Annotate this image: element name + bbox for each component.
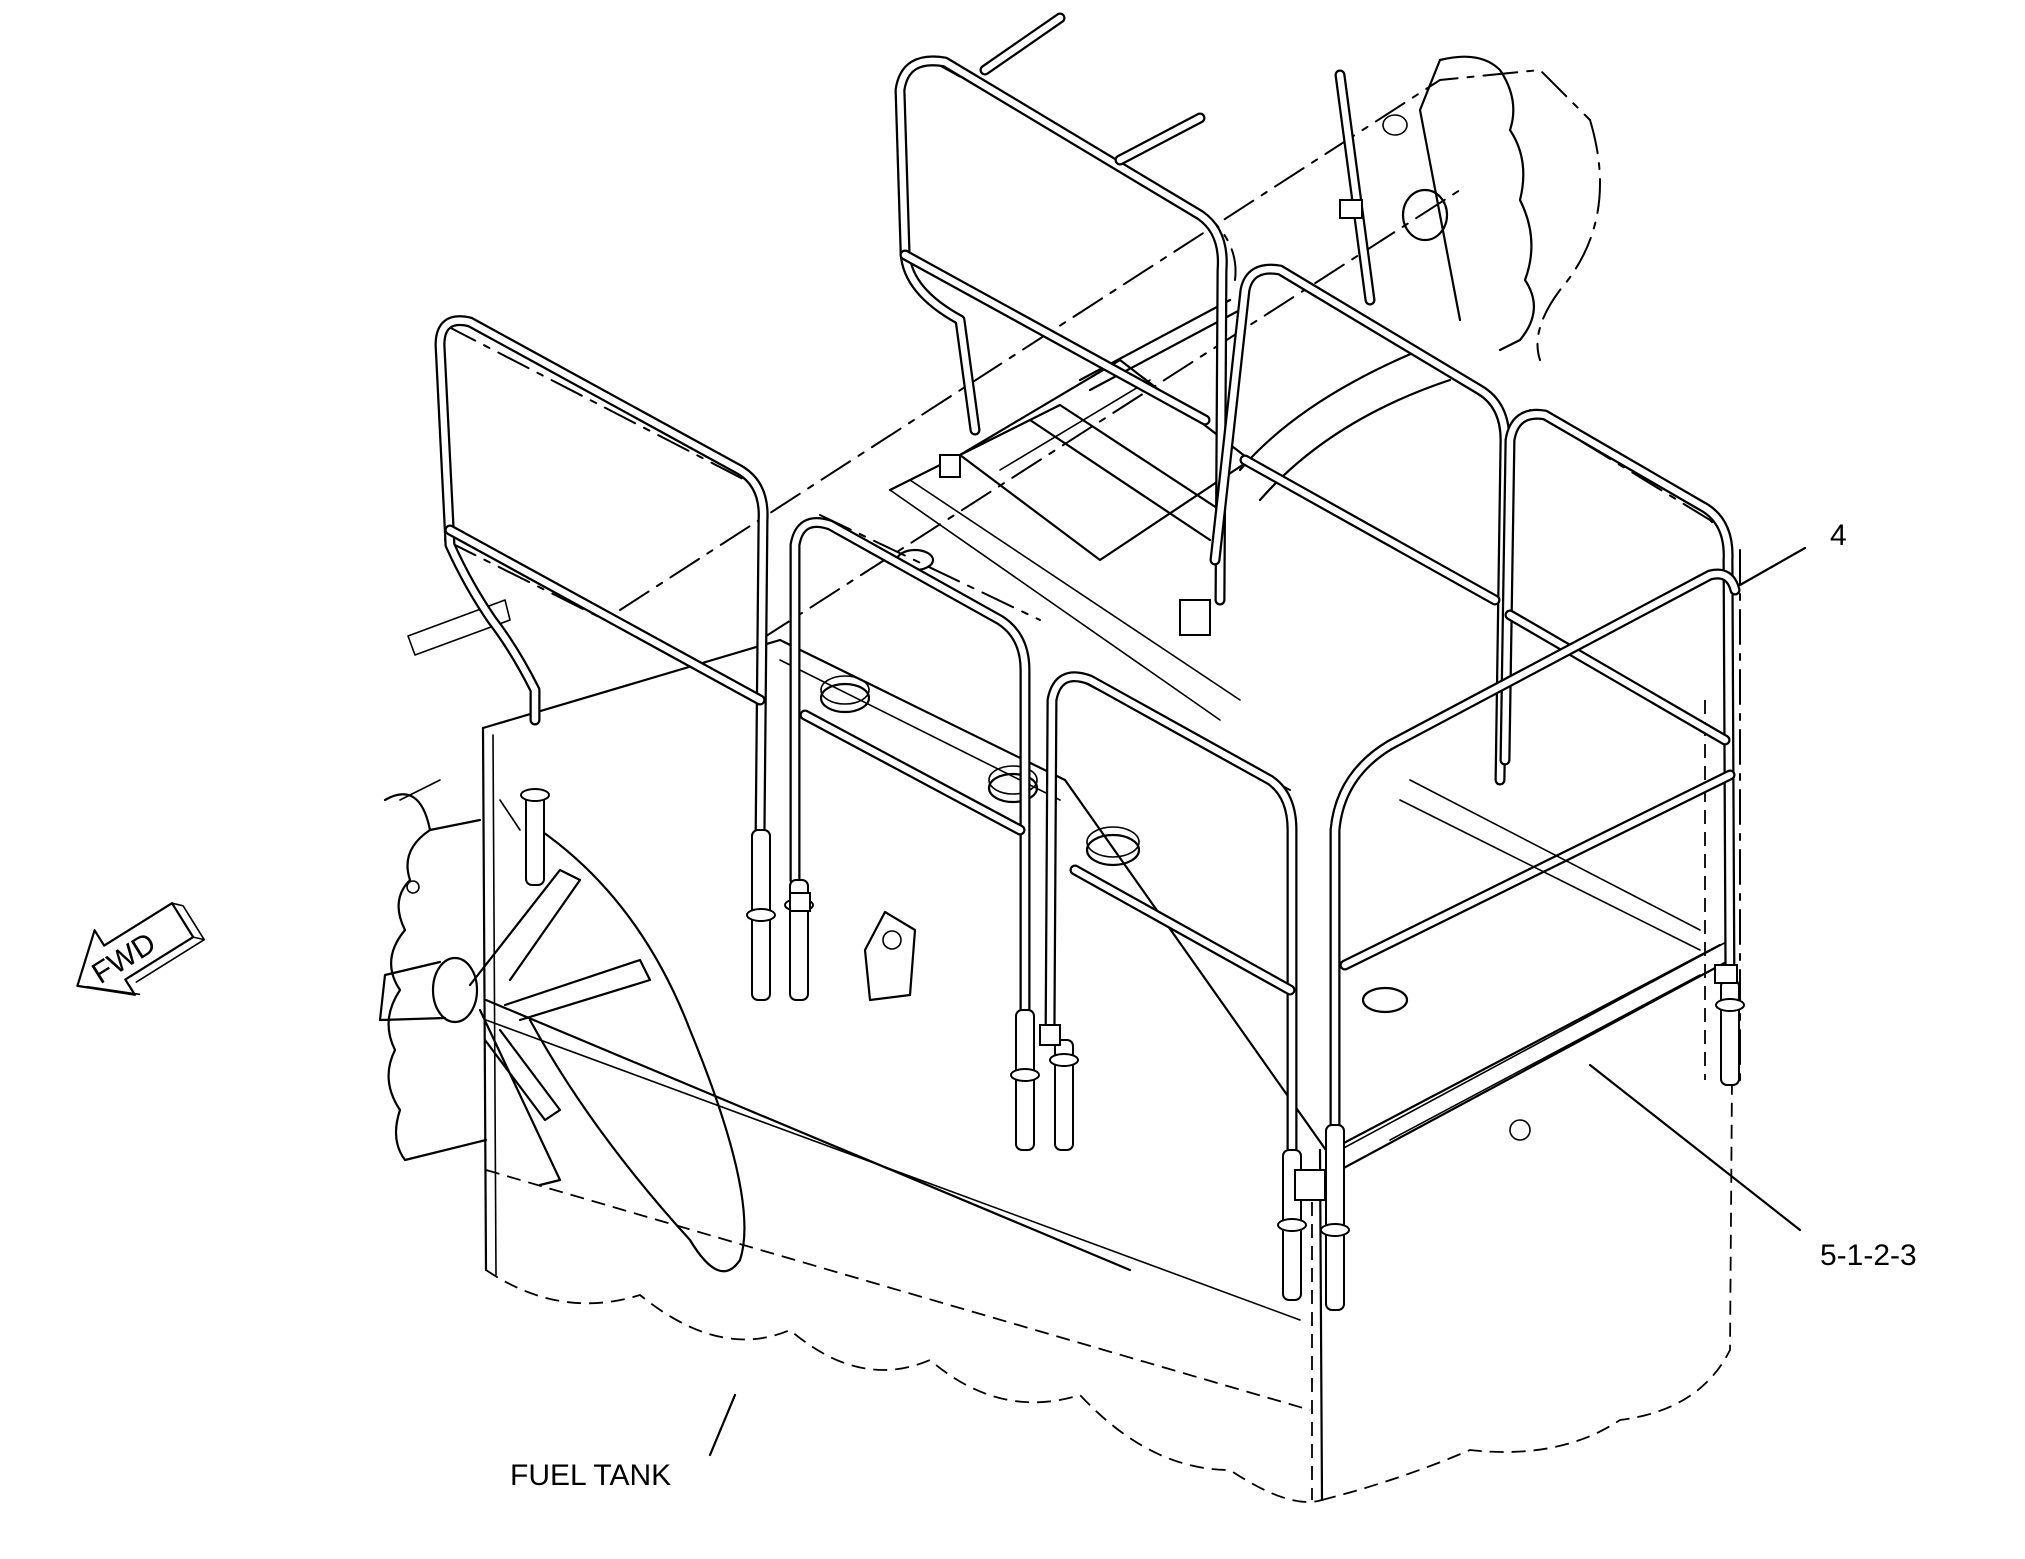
fuel-tank-body (481, 638, 1733, 1503)
handrail-assemblies (434, 12, 1741, 1156)
radiator-fan-assembly (378, 599, 746, 1273)
leader-item-4 (1738, 546, 1807, 587)
leader-item-5 (1588, 1063, 1802, 1232)
callout-fuel-tank: FUEL TANK (510, 1459, 671, 1492)
handrail-phantom-lines (444, 59, 1741, 1081)
leader-lines (708, 546, 1807, 1457)
callout-item-5-1-2-3: 5-1-2-3 (1820, 1239, 1917, 1272)
rail-posts (520, 199, 1745, 1311)
leader-fuel-tank (708, 1393, 737, 1457)
filler-caps (819, 548, 1409, 1014)
callout-item-4: 4 (1830, 519, 1847, 552)
forward-direction-arrow: FWD (76, 902, 206, 996)
